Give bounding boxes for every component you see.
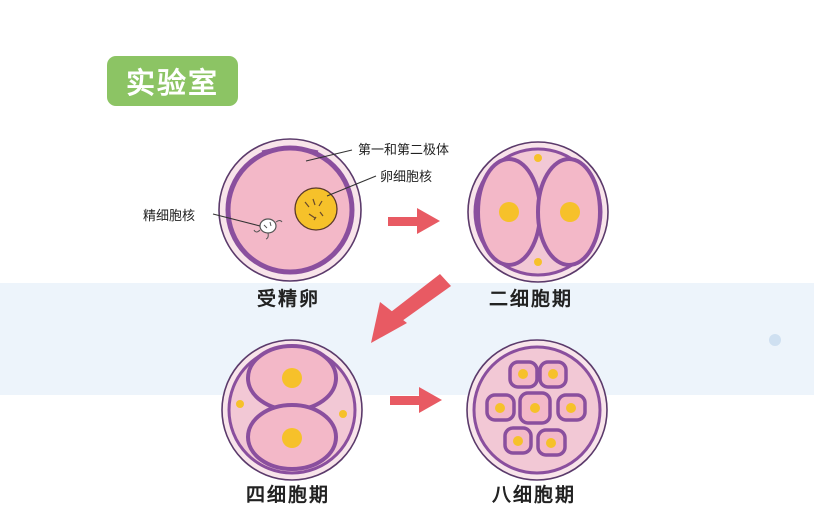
zygote-cell (212, 138, 377, 282)
arrow-zygote-to-two (388, 208, 440, 234)
stage-label-eight-cell: 八细胞期 (492, 484, 577, 506)
sperm-nucleus-label: 精细胞核 (143, 209, 196, 224)
lab-tag: 实验室 (107, 56, 238, 106)
band-dot (769, 334, 781, 346)
sperm-nucleus (253, 218, 283, 240)
arrow-four-to-eight (390, 387, 442, 413)
polar-body-label: 第一和第二极体 (358, 143, 450, 158)
four-cell-stage (221, 339, 363, 481)
eight-cell-stage (466, 339, 608, 481)
arrow-two-to-four (371, 274, 451, 343)
stage-label-zygote: 受精卵 (257, 288, 321, 310)
stage-label-two-cell: 二细胞期 (489, 288, 574, 310)
egg-nucleus (294, 187, 338, 231)
egg-nucleus-label: 卵细胞核 (380, 170, 433, 185)
two-cell-stage (467, 141, 609, 283)
stage-label-four-cell: 四细胞期 (246, 484, 331, 506)
